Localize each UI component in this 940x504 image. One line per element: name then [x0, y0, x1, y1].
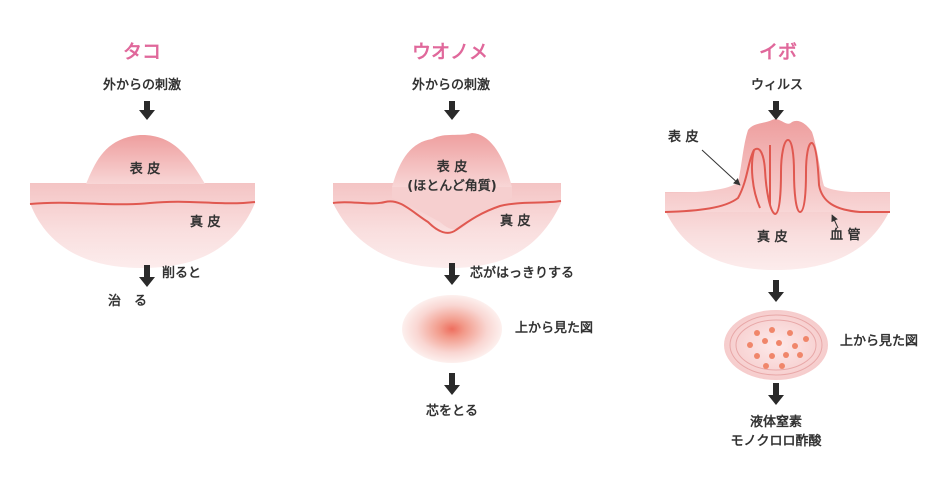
ibo-vessel-pointer — [831, 214, 839, 229]
tako-result-label: 治 る — [108, 294, 148, 309]
tako-skin — [30, 183, 255, 268]
uonome-arrow-stimulus — [444, 101, 460, 120]
ibo-diagram — [664, 101, 890, 405]
uonome-arrow-result — [444, 373, 460, 395]
tako-bump — [86, 134, 205, 184]
ibo-arrow-topview — [768, 280, 784, 302]
tako-diagram — [29, 101, 256, 287]
tako-arrow-result — [139, 265, 155, 287]
tako-dermis-label: 真 皮 — [190, 215, 221, 230]
ibo-dermis-label: 真 皮 — [757, 230, 788, 245]
tako-stimulus-label: 外からの刺激 — [102, 78, 182, 93]
ibo-result-line2: モノクロロ酢酸 — [730, 434, 822, 449]
tako-title: タコ — [122, 41, 162, 63]
ibo-result-line1: 液体窒素 — [749, 415, 803, 430]
uonome-epidermis-note: (ほとんど角質) — [407, 179, 497, 194]
tako-arrow-stimulus — [139, 101, 155, 120]
uonome-bump — [392, 133, 512, 187]
ibo-papillae-inner — [751, 145, 771, 209]
uonome-stimulus-label: 外からの刺激 — [411, 78, 491, 93]
uonome-diagram — [332, 101, 562, 395]
uonome-arrow-core — [444, 263, 460, 285]
uonome-action-label: 芯がはっきりする — [470, 266, 575, 281]
uonome-top-view — [402, 295, 502, 363]
ibo-topview-label: 上から見た図 — [840, 334, 919, 349]
ibo-arrow-virus — [768, 101, 784, 120]
uonome-title: ウオノメ — [411, 41, 489, 63]
ibo-top-view — [724, 310, 828, 380]
tako-epidermis-label: 表 皮 — [129, 162, 161, 177]
uonome-dermis-label: 真 皮 — [500, 214, 531, 229]
ibo-wart — [665, 119, 890, 212]
ibo-arrow-result — [768, 383, 784, 405]
ibo-epidermis-pointer — [701, 149, 741, 186]
tako-action-label: 削ると — [162, 266, 202, 281]
ibo-vessel-label: 血 管 — [830, 228, 861, 243]
uonome-core — [392, 187, 512, 230]
uonome-topview-label: 上から見た図 — [515, 321, 594, 336]
ibo-virus-label: ウィルス — [750, 78, 804, 93]
ibo-epidermis-label: 表 皮 — [668, 130, 699, 145]
uonome-result-label: 芯をとる — [425, 404, 479, 419]
uonome-dermis-line — [332, 200, 562, 234]
tako-dermis-line — [29, 200, 256, 206]
ibo-title: イボ — [758, 41, 798, 63]
ibo-dots — [747, 327, 809, 369]
uonome-epidermis-label: 表 皮 — [436, 160, 468, 175]
